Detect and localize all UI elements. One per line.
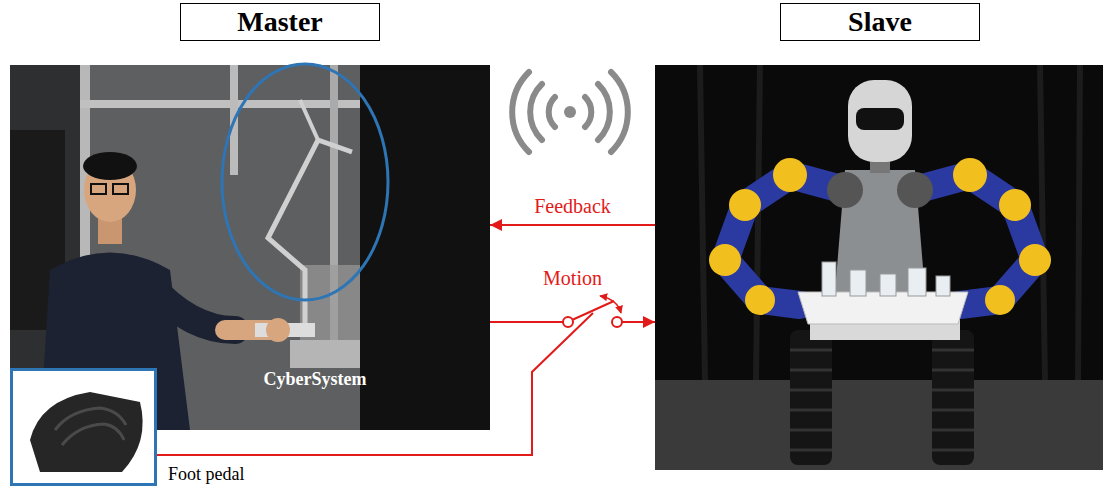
robot-head — [848, 80, 912, 162]
wireless-dot — [564, 106, 576, 118]
wireless-wave — [512, 72, 529, 152]
device-linkage — [268, 140, 352, 330]
glasses — [91, 184, 106, 194]
device-linkage — [300, 100, 318, 140]
robot-shoulder — [827, 172, 863, 208]
device-ellipse: CyberSystem — [220, 62, 390, 302]
pedal-ridge — [62, 424, 124, 445]
arm-joint — [953, 158, 987, 192]
beaker — [880, 274, 896, 296]
bottle — [822, 262, 836, 296]
panel-title: Master — [180, 3, 380, 41]
robot-arm — [725, 175, 845, 305]
operator-hair — [83, 152, 137, 180]
switch-lever — [572, 301, 614, 320]
ellipse-outline — [222, 64, 388, 300]
switch-contact — [563, 317, 573, 327]
beaker — [908, 268, 926, 296]
wireless-wave — [530, 84, 542, 140]
switch-action-arrow — [600, 296, 621, 313]
wireless-wave — [549, 97, 555, 127]
robot-visor — [856, 108, 904, 130]
slave-photo — [655, 65, 1103, 470]
floor — [655, 380, 1103, 470]
pedal-background — [13, 371, 154, 483]
arm-joint — [999, 189, 1031, 221]
switch-contact — [612, 317, 622, 327]
curtain-background — [655, 65, 1103, 470]
signal-label: Motion — [540, 266, 605, 290]
slave-panel: Slave — [655, 3, 1103, 470]
robot-shoulder — [897, 172, 933, 208]
frame-beam — [80, 100, 360, 108]
arm-joint — [773, 158, 807, 192]
beaker — [936, 276, 950, 296]
signal-label: Feedback — [531, 194, 614, 218]
foot-pedal-box: Foot pedal — [10, 368, 157, 486]
wireless-icon — [512, 72, 628, 152]
device-label: CyberSystem — [264, 368, 367, 390]
robot-arm — [915, 175, 1035, 305]
glasses — [113, 184, 128, 194]
wireless-wave — [611, 72, 628, 152]
device-base — [290, 340, 360, 368]
pedal-body — [30, 392, 143, 472]
operator-hand — [266, 318, 290, 342]
wireless-wave — [585, 97, 591, 127]
tray — [798, 292, 968, 324]
arm-joint — [729, 189, 761, 221]
device-label: Foot pedal — [168, 463, 245, 485]
beaker — [850, 270, 866, 296]
arm-joint — [1019, 244, 1051, 276]
curtain-fold — [700, 65, 1080, 380]
foot-pedal-photo — [13, 371, 154, 483]
arm-joint — [709, 244, 741, 276]
master-panel: MasterCyberSystem — [10, 3, 490, 430]
wireless-wave — [598, 84, 610, 140]
track-tread — [790, 350, 974, 450]
pedal-wire — [157, 313, 593, 455]
signal-arrow — [490, 224, 655, 226]
ellipse-outline — [220, 62, 390, 302]
curtain — [360, 65, 490, 430]
arm-joint — [745, 285, 775, 315]
arm-joint — [985, 285, 1015, 315]
panel-title: Slave — [780, 3, 980, 41]
